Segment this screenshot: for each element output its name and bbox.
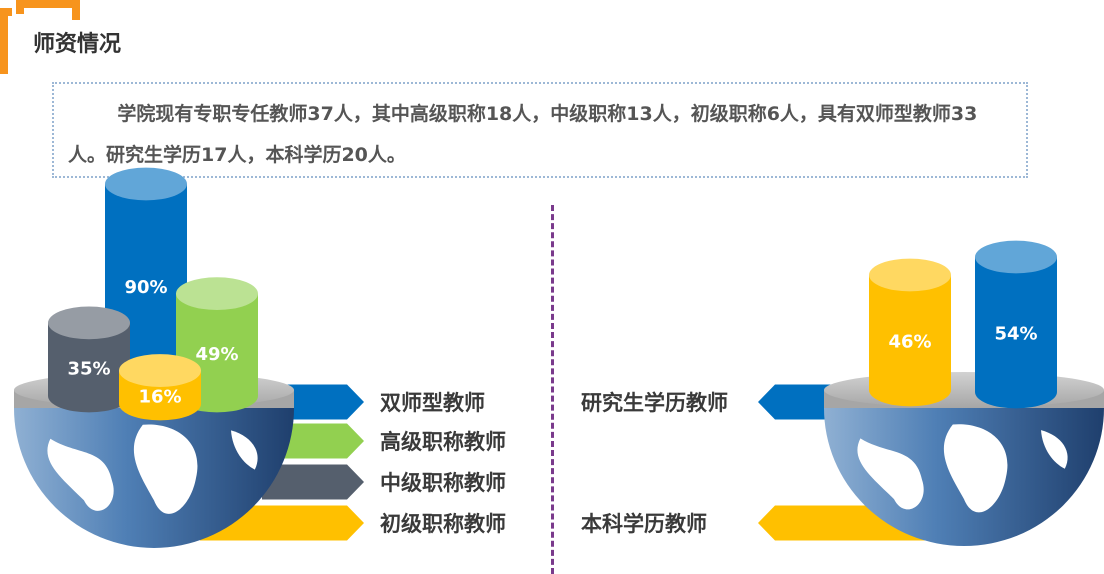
left-continent-shape	[47, 438, 114, 511]
bar-双师型教师-top	[105, 167, 187, 201]
bar-研究生学历教师-body	[869, 275, 951, 407]
bar-研究生学历教师-value-label: 46%	[888, 332, 931, 353]
intro-box: 学院现有专职专任教师37人，其中高级职称18人，中级职称13人，初级职称6人，具…	[52, 82, 1028, 178]
bar-本科学历教师-value-label: 54%	[994, 324, 1037, 345]
center-divider	[551, 205, 554, 574]
bar-高级职称教师-value-label: 49%	[195, 344, 238, 365]
bar-研究生学历教师: 46%	[869, 258, 951, 407]
page-title: 师资情况	[33, 32, 122, 57]
legend-item-3: 中级职称教师	[380, 471, 506, 495]
bar-初级职称教师: 16%	[119, 354, 201, 421]
corner-bracket-decoration	[0, 0, 80, 74]
legend-item-2: 高级职称教师	[380, 430, 506, 454]
left-continent-shape	[231, 430, 258, 470]
bar-初级职称教师-value-label: 16%	[138, 386, 181, 407]
legend-item-graduate: 研究生学历教师	[581, 391, 728, 415]
bar-初级职称教师-top	[119, 354, 201, 387]
left-continent-shape	[133, 424, 198, 514]
right-continent-shape	[1041, 430, 1068, 469]
arrow-3	[262, 464, 364, 500]
bar-中级职称教师-value-label: 35%	[67, 359, 110, 380]
legend-item-1: 双师型教师	[380, 391, 485, 415]
bar-中级职称教师-top	[48, 306, 130, 340]
bar-高级职称教师-top	[176, 277, 258, 311]
right-plate-top	[824, 372, 1104, 408]
bar-本科学历教师: 54%	[975, 240, 1057, 409]
bar-中级职称教师: 35%	[48, 306, 130, 413]
legend-item-4: 初级职称教师	[380, 512, 506, 536]
right-continent-shape	[857, 438, 924, 510]
arrow-2	[272, 423, 364, 459]
right-continent-shape	[943, 424, 1008, 513]
bar-本科学历教师-body	[975, 257, 1057, 409]
bar-本科学历教师-top	[975, 240, 1057, 274]
bar-双师型教师-value-label: 90%	[124, 277, 167, 298]
bar-中级职称教师-body	[48, 322, 130, 413]
intro-text: 学院现有专职专任教师37人，其中高级职称18人，中级职称13人，初级职称6人，具…	[68, 103, 978, 166]
legend-item-bachelor: 本科学历教师	[581, 512, 707, 536]
bar-研究生学历教师-top	[869, 258, 951, 292]
